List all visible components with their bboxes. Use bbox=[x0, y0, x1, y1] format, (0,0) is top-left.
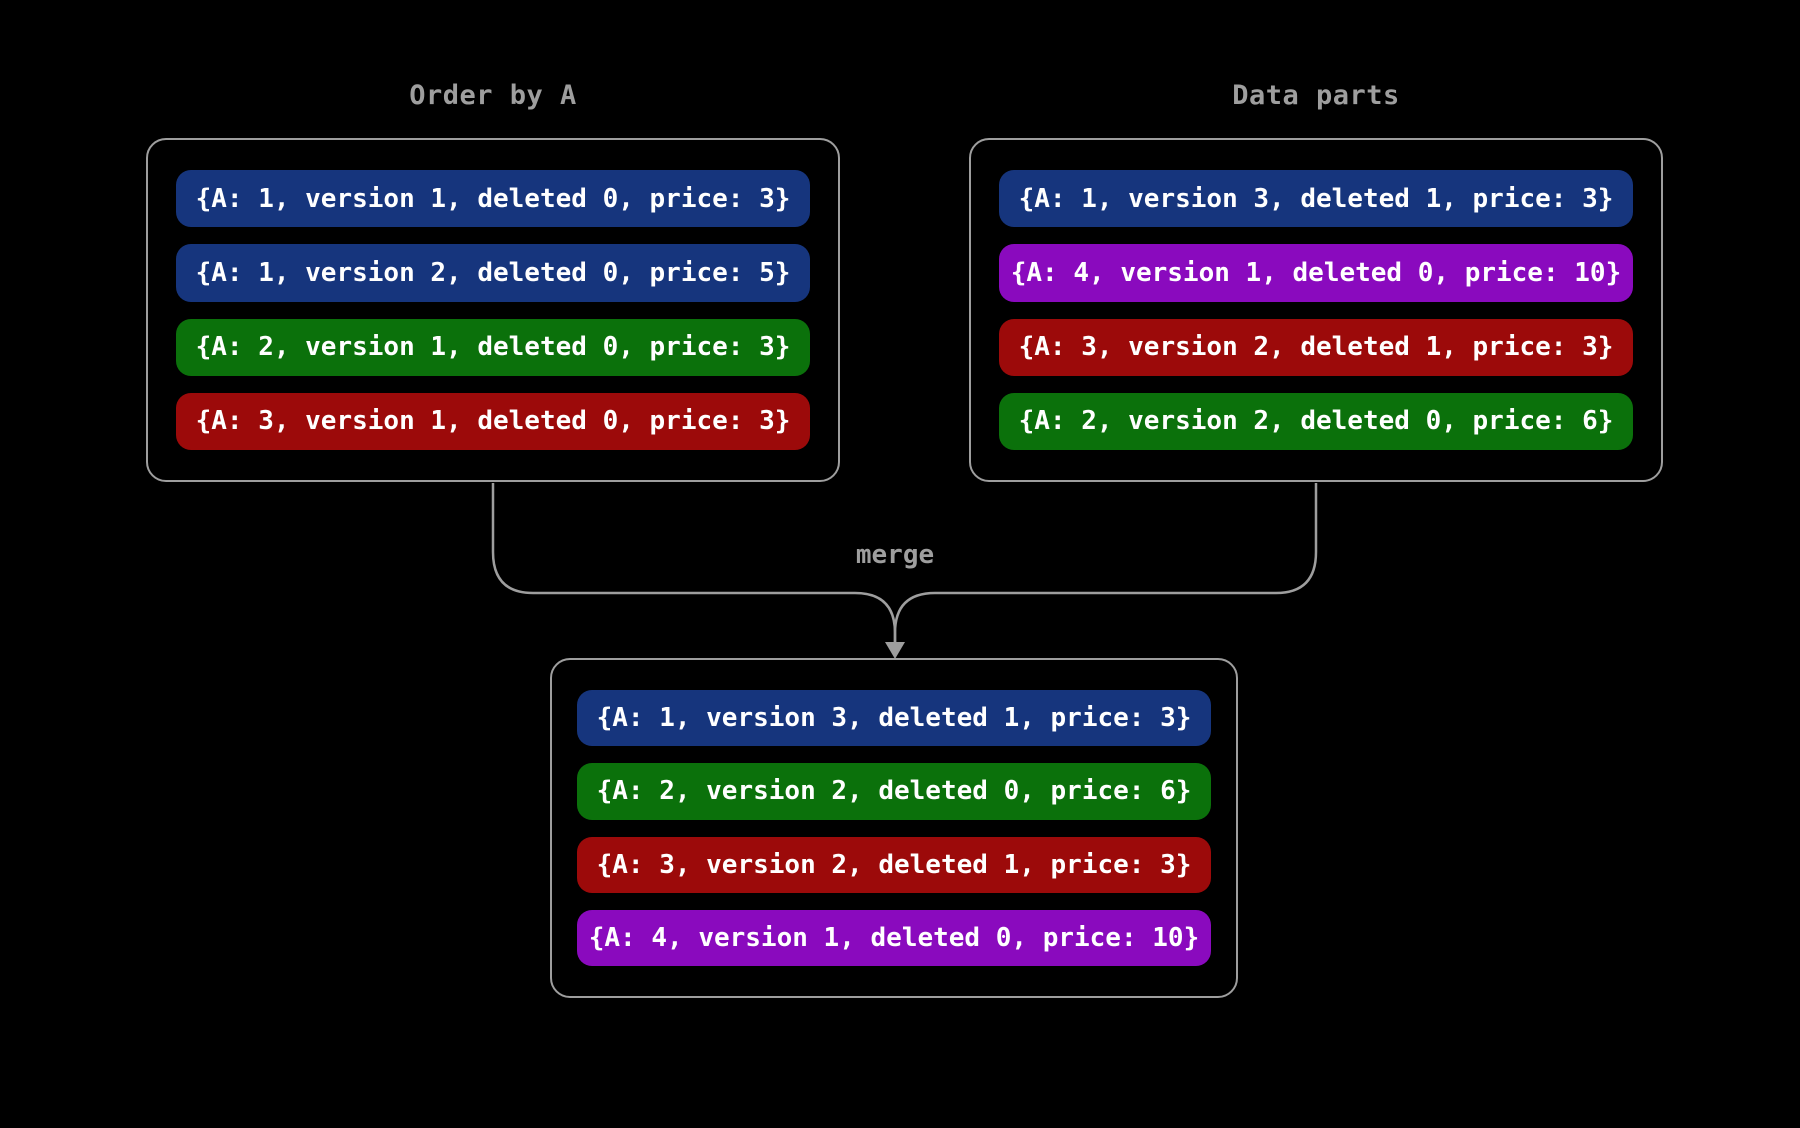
arrowhead-icon bbox=[885, 642, 905, 659]
order-by-a-title: Order by A bbox=[409, 80, 577, 111]
data-row: {A: 2, version 2, deleted 0, price: 6} bbox=[577, 763, 1211, 820]
data-row: {A: 2, version 1, deleted 0, price: 3} bbox=[176, 318, 810, 376]
merged-result-panel: {A: 1, version 3, deleted 1, price: 3} {… bbox=[550, 658, 1238, 998]
data-row: {A: 1, version 2, deleted 0, price: 5} bbox=[176, 244, 810, 302]
merge-label: merge bbox=[855, 540, 935, 570]
order-by-a-panel: {A: 1, version 1, deleted 0, price: 3} {… bbox=[146, 138, 840, 482]
data-row: {A: 4, version 1, deleted 0, price: 10} bbox=[999, 244, 1633, 302]
data-row: {A: 2, version 2, deleted 0, price: 6} bbox=[999, 392, 1633, 450]
data-row: {A: 1, version 3, deleted 1, price: 3} bbox=[577, 690, 1211, 747]
data-row: {A: 3, version 2, deleted 1, price: 3} bbox=[577, 836, 1211, 893]
data-row: {A: 1, version 1, deleted 0, price: 3} bbox=[176, 170, 810, 228]
data-row: {A: 1, version 3, deleted 1, price: 3} bbox=[999, 170, 1633, 228]
data-parts-title: Data parts bbox=[1232, 80, 1400, 111]
data-row: {A: 3, version 2, deleted 1, price: 3} bbox=[999, 318, 1633, 376]
data-row: {A: 4, version 1, deleted 0, price: 10} bbox=[577, 909, 1211, 966]
data-row: {A: 3, version 1, deleted 0, price: 3} bbox=[176, 392, 810, 450]
data-parts-panel: {A: 1, version 3, deleted 1, price: 3} {… bbox=[969, 138, 1663, 482]
